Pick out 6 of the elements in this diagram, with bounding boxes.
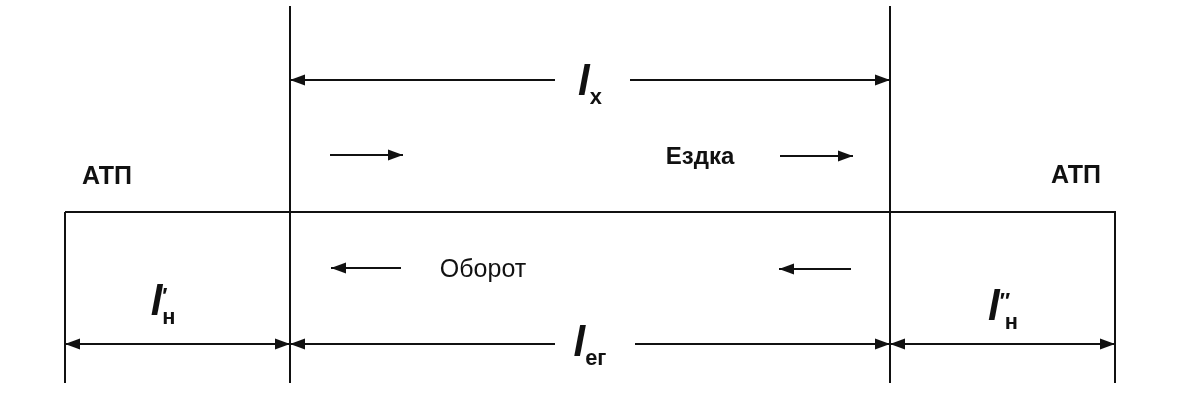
direction-label: Ездка — [665, 144, 735, 168]
dimension-label: l$_{х}$ — [578, 60, 602, 108]
dimension-label: l$_{ег}$ — [573, 321, 607, 369]
place-label: АТП — [1050, 161, 1102, 187]
direction-label: Оборот — [439, 255, 527, 281]
place-label: АТП — [81, 162, 133, 188]
